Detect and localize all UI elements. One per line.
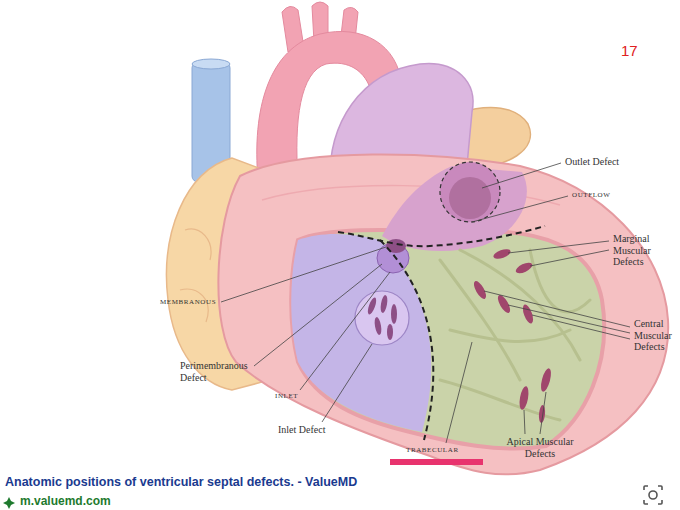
region-label: OUTFLOW — [572, 191, 613, 199]
region-label: MEMBRANOUS — [160, 298, 219, 306]
part-label: Inlet Defect — [278, 424, 328, 436]
region-label: INLET — [275, 392, 301, 400]
part-label: Apical Muscular Defects — [500, 436, 580, 459]
region-label: TRABECULAR — [406, 446, 461, 454]
part-label: Marginal Muscular Defects — [613, 233, 653, 268]
part-label: Outlet Defect — [565, 156, 622, 168]
part-label: Central Muscular Defects — [634, 318, 674, 353]
part-label: Perimembranous Defect — [180, 360, 250, 383]
caption: Anatomic positions of ventricular septal… — [5, 475, 565, 489]
source-url: m.valuemd.com — [20, 495, 113, 509]
callout-number: 17 — [621, 42, 640, 59]
